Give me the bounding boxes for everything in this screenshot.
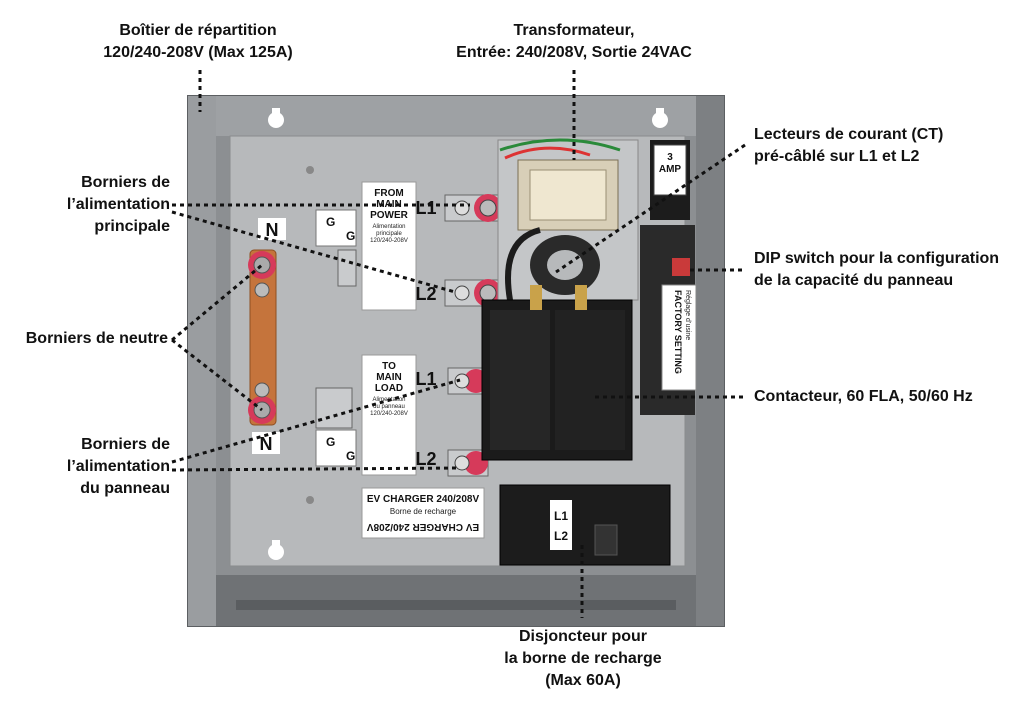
n-label-bottom: N	[260, 434, 273, 454]
l2-label: L2	[415, 284, 436, 304]
contactor	[481, 285, 633, 461]
svg-text:TO: TO	[382, 361, 396, 372]
n-label-top: N	[266, 220, 279, 240]
keyhole-bottom-left	[268, 540, 284, 560]
svg-text:L2: L2	[554, 529, 568, 543]
control-board: FACTORY SETTING Réglage d’usine	[640, 225, 697, 415]
svg-text:Borne de recharge: Borne de recharge	[390, 507, 457, 516]
callout-breaker: Disjoncteur pour la borne de recharge (M…	[504, 628, 662, 689]
g-label: G	[346, 229, 355, 243]
g-label: G	[326, 215, 335, 229]
l1-label: L1	[415, 369, 436, 389]
main-power-terminals	[444, 194, 502, 307]
svg-text:Alimentation: Alimentation	[372, 224, 405, 230]
callout-lines	[171, 70, 746, 618]
svg-text:FROM: FROM	[374, 188, 403, 199]
svg-text:POWER: POWER	[370, 210, 409, 221]
neutral-bar	[248, 249, 277, 426]
l1-label: L1	[415, 198, 436, 218]
n-label-top-box	[258, 218, 286, 240]
factory-setting-label: FACTORY SETTING	[673, 290, 683, 374]
svg-text:MAIN: MAIN	[376, 372, 402, 383]
l2-label: L2	[415, 449, 436, 469]
transformer	[499, 138, 621, 231]
callout-panel-terminals: Borniers de l’alimentation du panneau	[66, 436, 170, 497]
svg-text:LOAD: LOAD	[375, 383, 403, 394]
svg-text:120/240-208V: 120/240-208V	[370, 238, 408, 244]
callout-transformer: Transformateur, Entrée: 240/208V, Sortie…	[456, 22, 692, 61]
fuse-rating: 3	[667, 152, 673, 163]
callout-enclosure: Boîtier de répartition 120/240-208V (Max…	[103, 22, 293, 61]
fuse-unit: AMP	[659, 164, 682, 175]
ev-charger-label: EV CHARGER 240/208V Borne de recharge EV…	[361, 487, 485, 539]
dip-switch[interactable]	[672, 258, 690, 276]
svg-text:du panneau: du panneau	[373, 404, 405, 410]
factory-setting-sublabel: Réglage d’usine	[684, 290, 691, 340]
svg-text:L1: L1	[554, 509, 568, 523]
svg-text:EV CHARGER 240/208V: EV CHARGER 240/208V	[367, 494, 480, 505]
fuse-holder: 3 AMP	[650, 140, 690, 220]
g-label: G	[326, 435, 335, 449]
svg-text:principale: principale	[376, 231, 402, 237]
keyhole-top-right	[652, 108, 668, 128]
svg-text:120/240-208V: 120/240-208V	[370, 411, 408, 417]
callout-ct: Lecteurs de courant (CT) pré-câblé sur L…	[754, 126, 944, 165]
svg-text:EV CHARGER 240/208V: EV CHARGER 240/208V	[367, 521, 480, 532]
from-main-power-label: FROM MAIN POWER Alimentation principale …	[361, 181, 437, 311]
callout-dip: DIP switch pour la configuration de la c…	[754, 250, 1000, 289]
g-label: G	[346, 449, 355, 463]
keyhole-top-left	[268, 108, 284, 128]
callout-contactor: Contacteur, 60 FLA, 50/60 Hz	[754, 388, 973, 405]
ground-block-bottom: G G	[315, 387, 357, 467]
breaker: L1 L2	[499, 484, 671, 566]
callout-main-power-terminals: Borniers de l’alimentation principale	[66, 174, 170, 235]
callout-neutral: Borniers de neutre	[25, 330, 168, 347]
